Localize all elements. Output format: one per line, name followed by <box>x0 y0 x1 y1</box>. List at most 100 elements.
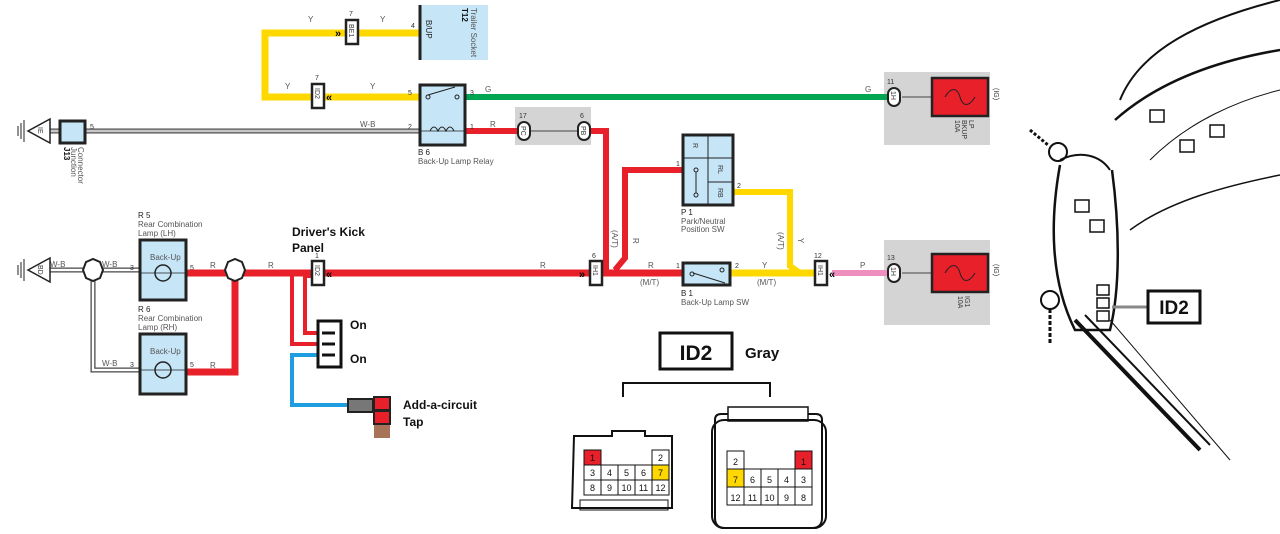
wire-label: R <box>268 261 274 270</box>
wire-label: W-B <box>102 260 117 269</box>
svg-text:10A: 10A <box>956 296 963 309</box>
svg-text:IG1: IG1 <box>963 296 970 307</box>
svg-text:(IG): (IG) <box>992 88 999 100</box>
connector-1h-bottom: 1H 13 <box>887 255 901 283</box>
svg-text:2: 2 <box>408 124 412 131</box>
wire-label: Y <box>308 15 314 24</box>
connector-pin-cell <box>794 486 813 506</box>
kick-panel-label: Panel <box>292 241 324 255</box>
connector-pb: PB 6 <box>577 113 591 141</box>
red-wire-down <box>590 128 609 270</box>
yellow-wire-trailer <box>261 29 420 101</box>
add-a-circuit-label: Add-a-circuit <box>403 398 477 412</box>
svg-text:LP: LP <box>967 120 974 129</box>
connector-pin-number: 6 <box>750 475 755 485</box>
wire-label: R <box>631 238 640 244</box>
svg-text:Lamp (RH): Lamp (RH) <box>138 323 177 332</box>
connector-pin-number: 3 <box>590 468 595 478</box>
wire-label: (A/T) <box>610 230 619 248</box>
wire-label: W-B <box>50 260 65 269</box>
svg-text:5: 5 <box>408 90 412 97</box>
svg-text:PB: PB <box>579 126 586 136</box>
svg-text:IH1: IH1 <box>816 265 823 276</box>
wire-label: (M/T) <box>640 278 659 287</box>
svg-text:R 6: R 6 <box>138 305 151 314</box>
svg-text:10A: 10A <box>953 120 960 133</box>
add-a-circuit-tap <box>347 396 391 438</box>
svg-text:BD: BD <box>36 265 43 275</box>
back-up-lamp-switch: 1 2 B 1 Back-Up Lamp SW <box>676 261 749 307</box>
connector-pin-number: 2 <box>733 457 738 467</box>
wire-label: G <box>865 85 871 94</box>
wire-label: W-B <box>102 359 117 368</box>
fuse-ig1: 10A IG1 (IG) <box>930 252 999 309</box>
wire-label: R <box>210 361 216 370</box>
fuse-bkup-lp: 10A BKUP LP (IG) <box>930 76 999 139</box>
connector-pin-number: 7 <box>658 468 663 478</box>
svg-text:6: 6 <box>580 113 584 120</box>
svg-text:1H: 1H <box>889 91 896 100</box>
wire-label: P <box>860 261 865 270</box>
svg-text:R: R <box>691 143 698 148</box>
svg-text:RB: RB <box>716 188 723 198</box>
connector-pin-number: 2 <box>658 453 663 463</box>
svg-text:ID2: ID2 <box>313 265 320 276</box>
connector-pin-number: 4 <box>607 468 612 478</box>
red-wire-tap-2 <box>303 274 320 335</box>
connector-1h-top: 1H 11 <box>887 79 901 107</box>
tap-label: Tap <box>403 415 423 429</box>
connector-pin-number: 1 <box>590 453 595 463</box>
connector-title: ID2 <box>680 342 713 365</box>
wire-label: Y <box>762 261 768 270</box>
wire-label: Y <box>370 82 376 91</box>
svg-text:Back-Up Lamp Relay: Back-Up Lamp Relay <box>418 157 494 166</box>
svg-text:B 6: B 6 <box>418 148 431 157</box>
connector-pin-number: 6 <box>641 468 646 478</box>
svg-text:3: 3 <box>470 90 474 97</box>
svg-text:ID2: ID2 <box>313 88 320 99</box>
wire-label: R <box>540 261 546 270</box>
svg-text:Back-Up: Back-Up <box>150 253 181 262</box>
svg-text:4: 4 <box>411 23 415 30</box>
svg-text:2: 2 <box>737 183 741 190</box>
kick-panel-label: Driver's Kick <box>292 225 365 239</box>
connector-pin-number: 11 <box>639 483 648 493</box>
trailer-socket: 4 B/UP T12 Trailer Socket <box>411 5 488 60</box>
svg-text:Back-Up Lamp SW: Back-Up Lamp SW <box>681 298 749 307</box>
svg-text:1H: 1H <box>889 267 896 276</box>
svg-text:«: « <box>326 92 332 104</box>
svg-text:P 1: P 1 <box>681 208 693 217</box>
tap-switch <box>316 319 343 369</box>
rear-combination-lamp-lh: R 5 Rear Combination Lamp (LH) Back-Up 3… <box>130 211 202 302</box>
svg-text:B 1: B 1 <box>681 289 694 298</box>
svg-text:Junction: Junction <box>69 147 78 177</box>
connector-pin-number: 5 <box>767 475 772 485</box>
back-up-lamp-relay: 5 3 2 1 B 6 Back-Up Lamp Relay <box>408 83 494 166</box>
wire-label: G <box>485 85 491 94</box>
connector-ih1-left: IH1 6 » <box>579 253 604 287</box>
wire-label: Y <box>796 238 805 244</box>
svg-text:B/UP: B/UP <box>424 20 433 39</box>
connector-pin-number: 10 <box>621 483 631 493</box>
svg-text:5: 5 <box>90 124 94 131</box>
connector-pin-number: 7 <box>733 475 738 485</box>
svg-text:PC: PC <box>519 126 526 136</box>
wire-label: R <box>210 261 216 270</box>
red-wire-lamp-rh <box>186 280 239 376</box>
svg-text:RL: RL <box>716 165 723 174</box>
svg-text:«: « <box>829 269 835 281</box>
svg-text:Rear Combination: Rear Combination <box>138 314 202 323</box>
connector-pin-number: 11 <box>748 493 757 503</box>
connector-be1: BE1 7 » <box>335 11 360 46</box>
svg-text:»: » <box>579 269 585 281</box>
svg-text:6: 6 <box>592 253 596 260</box>
park-neutral-switch: R RL RB 1 2 P 1 Park/Neutral Position SW <box>676 133 741 234</box>
junction-connector: 5 J13 Junction Connector <box>58 119 94 184</box>
svg-text:5: 5 <box>190 362 194 369</box>
wire-label: R <box>490 120 496 129</box>
svg-text:Park/Neutral: Park/Neutral <box>681 217 726 226</box>
wire-label: W-B <box>360 120 375 129</box>
yellow-wire-pn-switch <box>733 189 802 276</box>
connector-id2-kick: ID2 1 « <box>310 253 332 287</box>
